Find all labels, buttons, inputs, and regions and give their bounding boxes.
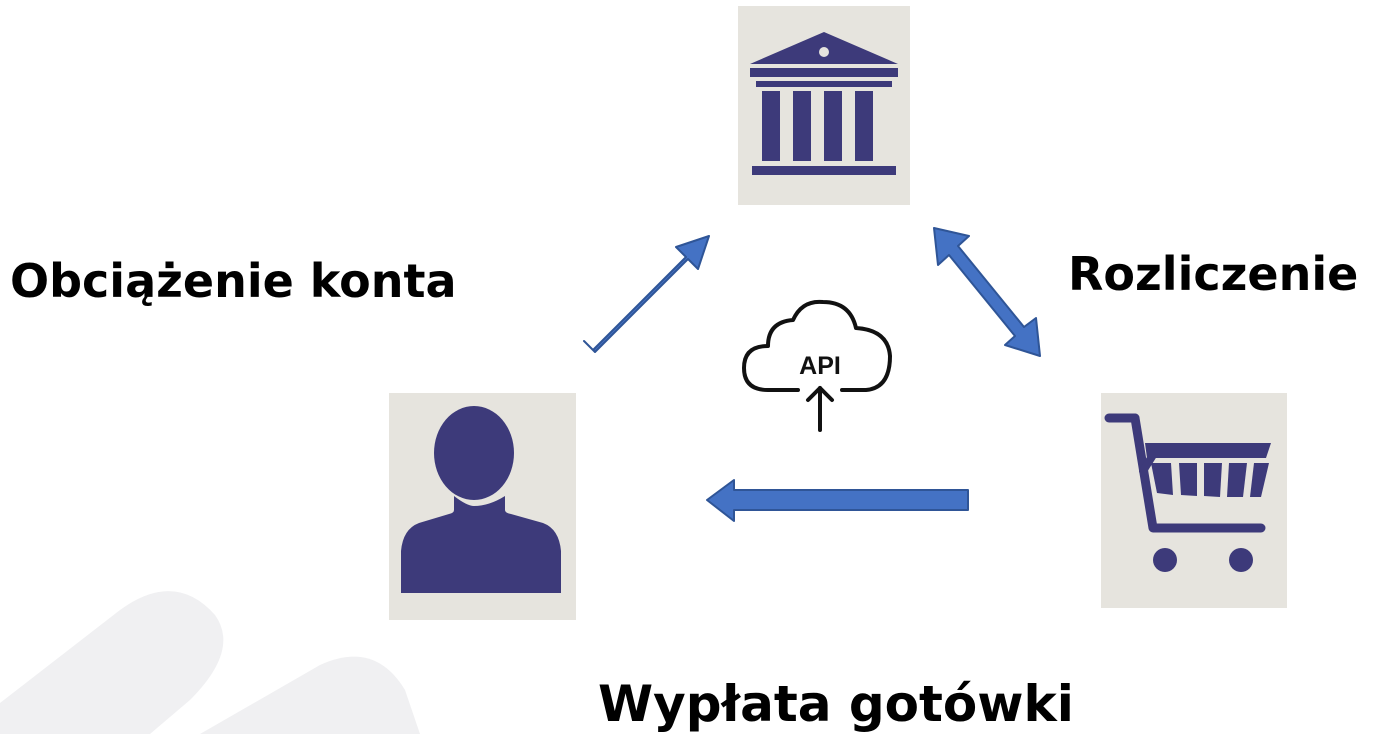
bank-icon — [750, 32, 898, 175]
label-settlement: Rozliczenie — [1068, 247, 1359, 301]
arrow-shop-to-user — [706, 479, 969, 522]
user-icon — [401, 406, 561, 593]
bank-node — [738, 6, 910, 205]
arrow-bank-shop — [933, 227, 1041, 357]
user-node — [389, 393, 576, 620]
api-text: API — [799, 352, 841, 380]
label-payout: Wypłata gotówki — [598, 675, 1074, 733]
arrow-user-to-bank — [583, 235, 710, 353]
label-debit: Obciążenie konta — [10, 254, 457, 308]
shop-node — [1101, 393, 1287, 608]
api-cloud-icon: API — [742, 299, 892, 432]
shopping-cart-icon — [1104, 413, 1271, 572]
api-node: API — [738, 292, 900, 434]
background-stroke-1 — [0, 591, 224, 734]
background-stroke-2 — [200, 656, 420, 734]
